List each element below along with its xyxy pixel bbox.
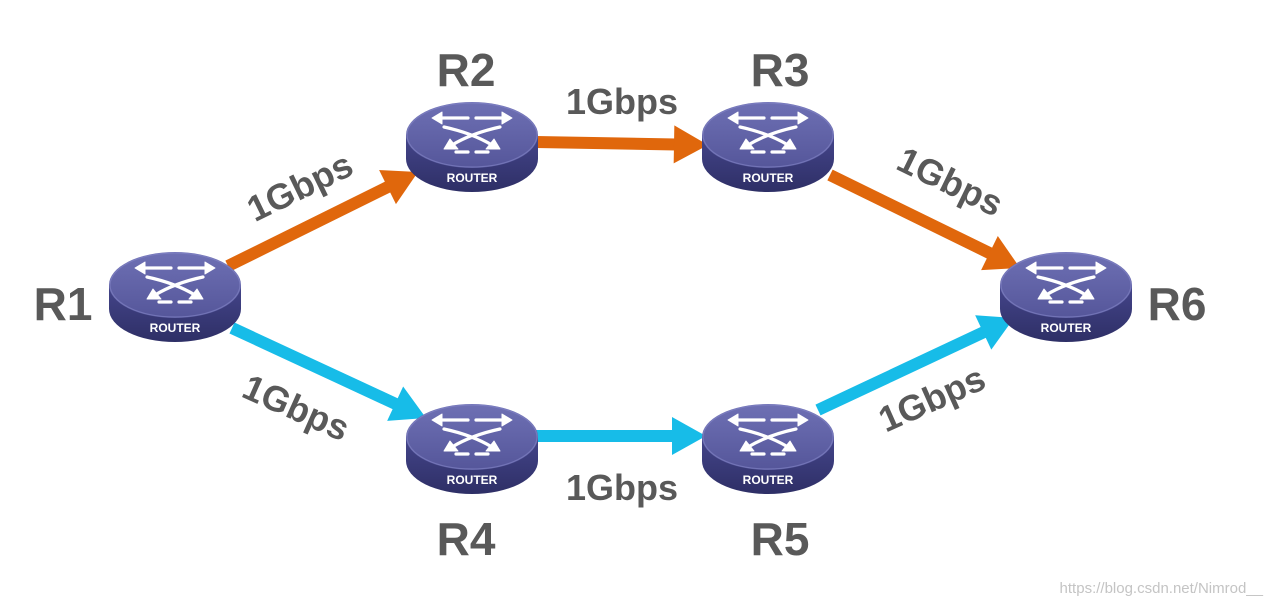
router-node-r4[interactable]: ROUTER R4 (406, 404, 538, 565)
link-label-r5-r6: 1Gbps (872, 357, 991, 440)
router-arrows-glyph (431, 111, 513, 154)
link-label-r1-r2: 1Gbps (240, 144, 359, 230)
link-line (225, 180, 392, 272)
router-caption: ROUTER (743, 473, 794, 487)
router-caption: ROUTER (150, 321, 201, 335)
link-arrow-r1-r2 (225, 170, 418, 272)
arrowhead (379, 170, 418, 205)
router-name-r2: R2 (437, 44, 496, 96)
router-name-r5: R5 (751, 513, 810, 565)
link-arrow-r3-r6 (827, 169, 1020, 271)
router-arrows-glyph (431, 413, 513, 456)
router-node-r5[interactable]: ROUTER R5 (702, 404, 834, 565)
link-arrow-r2-r3 (535, 125, 708, 164)
link-line (229, 322, 400, 410)
router-caption: ROUTER (743, 171, 794, 185)
link-arrow-r5-r6 (815, 315, 1014, 416)
link-label-r2-r3: 1Gbps (566, 81, 678, 122)
link-line (535, 136, 677, 151)
link-arrow-r4-r5 (536, 417, 706, 455)
watermark-text: https://blog.csdn.net/Nimrod__ (1060, 580, 1264, 597)
router-arrows-glyph (134, 261, 216, 304)
arrowhead (673, 125, 708, 164)
router-icon: ROUTER (1000, 252, 1132, 342)
router-icon: ROUTER (702, 404, 834, 494)
router-name-r4: R4 (437, 513, 496, 565)
router-arrows-glyph (727, 111, 809, 154)
link-label-r4-r5: 1Gbps (566, 467, 678, 508)
routers-layer: ROUTERR1ROUTERR2ROUTERR3ROUTERR4ROUTERR5… (34, 44, 1207, 565)
router-node-r3[interactable]: ROUTER R3 (702, 44, 834, 192)
router-icon: ROUTER (406, 404, 538, 494)
router-node-r6[interactable]: ROUTER R6 (1000, 252, 1206, 342)
arrowhead (975, 315, 1014, 350)
links-layer (225, 125, 1020, 455)
router-icon: ROUTER (702, 102, 834, 192)
router-caption: ROUTER (1041, 321, 1092, 335)
router-name-r3: R3 (751, 44, 810, 96)
link-arrow-r1-r4 (229, 322, 426, 421)
arrowhead (672, 417, 706, 455)
router-arrows-glyph (727, 413, 809, 456)
router-node-r1[interactable]: ROUTER R1 (34, 252, 241, 342)
link-line (815, 326, 988, 416)
router-name-r6: R6 (1148, 278, 1207, 330)
link-line (827, 169, 994, 260)
router-icon: ROUTER (406, 102, 538, 192)
arrowhead (981, 235, 1020, 271)
router-caption: ROUTER (447, 171, 498, 185)
router-icon: ROUTER (109, 252, 241, 342)
router-node-r2[interactable]: ROUTER R2 (406, 44, 538, 192)
router-name-r1: R1 (34, 278, 93, 330)
arrowhead (387, 386, 426, 421)
router-caption: ROUTER (447, 473, 498, 487)
router-arrows-glyph (1025, 261, 1107, 304)
